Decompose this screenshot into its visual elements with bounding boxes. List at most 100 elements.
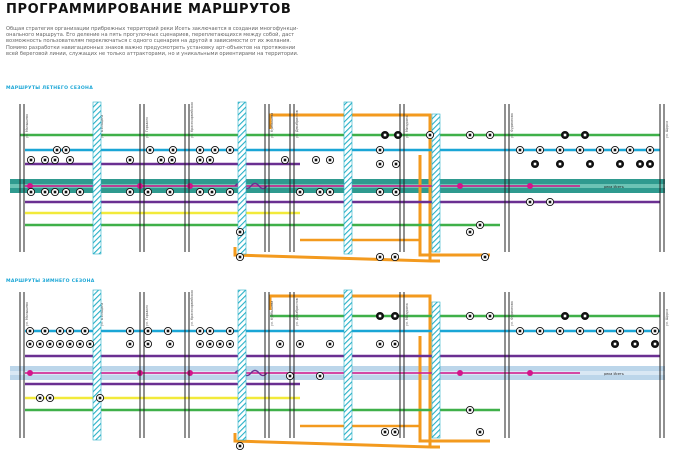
stop-icon-glyph	[148, 148, 152, 152]
stop-icon	[95, 393, 105, 403]
winter-section-label: МАРШРУТЫ ЗИМНЕГО СЕЗОНА	[6, 279, 95, 284]
stop-icon-glyph	[648, 148, 652, 152]
stop-icon-glyph	[558, 162, 562, 166]
stop-icon	[391, 187, 401, 197]
route-magenta-stop	[527, 183, 533, 189]
stop-icon	[615, 159, 625, 169]
intro-line: Помимо разработки навигационных знаков в…	[6, 44, 296, 51]
stop-icon-glyph	[78, 190, 82, 194]
stop-icon-glyph	[28, 329, 32, 333]
stop-icon	[295, 339, 305, 349]
stop-icon	[145, 145, 155, 155]
street-label: ул. Декабристов	[295, 110, 299, 138]
stop-icon	[80, 326, 90, 336]
street-label: ул. Мичурина	[405, 115, 409, 138]
stop-icon	[325, 339, 335, 349]
stop-icon-glyph	[43, 190, 47, 194]
stop-icon	[475, 220, 485, 230]
stop-icon-glyph	[378, 342, 382, 346]
stop-icon-glyph	[378, 255, 382, 259]
stop-icon-glyph	[198, 329, 202, 333]
stop-icon	[375, 311, 385, 321]
stop-icon-glyph	[64, 148, 68, 152]
stop-icon-glyph	[478, 223, 482, 227]
stop-icon-glyph	[298, 342, 302, 346]
stop-icon-glyph	[468, 314, 472, 318]
stop-icon	[465, 227, 475, 237]
stop-icon	[61, 187, 71, 197]
stop-icon	[465, 311, 475, 321]
stop-icon-glyph	[38, 396, 42, 400]
stop-icon-glyph	[396, 133, 400, 137]
stop-icon	[480, 252, 490, 262]
stop-icon-glyph	[171, 148, 175, 152]
stop-icon	[595, 326, 605, 336]
route-orange-line	[233, 113, 432, 263]
stop-icon-glyph	[168, 190, 172, 194]
pedestrian-crossing	[343, 289, 353, 441]
stop-icon	[311, 155, 321, 165]
pedestrian-crossing	[92, 289, 102, 441]
stop-icon	[168, 145, 178, 155]
stop-icon-glyph	[168, 342, 172, 346]
stop-icon-glyph	[533, 162, 537, 166]
street-label: ул. Красноармейская	[190, 102, 194, 138]
stop-icon-glyph	[146, 190, 150, 194]
pedestrian-crossing	[431, 113, 441, 253]
stop-icon	[425, 130, 435, 140]
stop-icon	[40, 187, 50, 197]
stop-icon	[65, 326, 75, 336]
stop-icon-glyph	[378, 162, 382, 166]
stop-icon	[125, 339, 135, 349]
street-label: ул. Горького	[145, 305, 149, 326]
stop-icon	[195, 155, 205, 165]
stop-icon-glyph	[238, 230, 242, 234]
stop-icon-glyph	[488, 314, 492, 318]
street-label: ул. Щорса	[665, 309, 669, 326]
stop-icon-glyph	[83, 329, 87, 333]
stop-icon	[515, 145, 525, 155]
stop-icon	[26, 187, 36, 197]
street-label: ул. Мичурина	[405, 303, 409, 326]
intro-text: Общая стратегия организации прибрежных т…	[6, 26, 396, 57]
stop-icon-glyph	[378, 314, 382, 318]
route-magenta-stop	[187, 370, 193, 376]
stop-icon	[630, 339, 640, 349]
stop-icon-glyph	[128, 158, 132, 162]
route-magenta-stop	[27, 370, 33, 376]
stop-icon	[35, 393, 45, 403]
stop-icon	[465, 405, 475, 415]
stop-icon-glyph	[48, 342, 52, 346]
street-label: ул. Фурманова	[510, 113, 514, 138]
stop-icon	[645, 145, 655, 155]
stop-icon	[545, 197, 555, 207]
stop-icon-glyph	[468, 230, 472, 234]
stop-icon-glyph	[598, 329, 602, 333]
stop-icon-glyph	[648, 162, 652, 166]
pedestrian-crossing	[237, 289, 247, 441]
stop-icon	[280, 155, 290, 165]
stop-icon	[205, 326, 215, 336]
stop-icon	[650, 339, 660, 349]
stop-icon	[530, 159, 540, 169]
stop-icon	[125, 187, 135, 197]
stop-icon-glyph	[298, 190, 302, 194]
stop-icon	[52, 145, 62, 155]
stop-icon-glyph	[483, 255, 487, 259]
stop-icon	[560, 130, 570, 140]
stop-icon	[207, 187, 217, 197]
stop-icon	[375, 339, 385, 349]
stop-icon	[575, 145, 585, 155]
stop-icon-glyph	[393, 430, 397, 434]
stop-icon-glyph	[28, 342, 32, 346]
stop-icon-glyph	[528, 200, 532, 204]
stop-icon	[35, 339, 45, 349]
stop-icon-glyph	[613, 148, 617, 152]
pedestrian-crossing	[343, 101, 353, 255]
stop-icon	[165, 187, 175, 197]
stop-icon	[575, 326, 585, 336]
stop-icon	[375, 252, 385, 262]
stop-icon-glyph	[653, 329, 657, 333]
stop-icon	[225, 145, 235, 155]
